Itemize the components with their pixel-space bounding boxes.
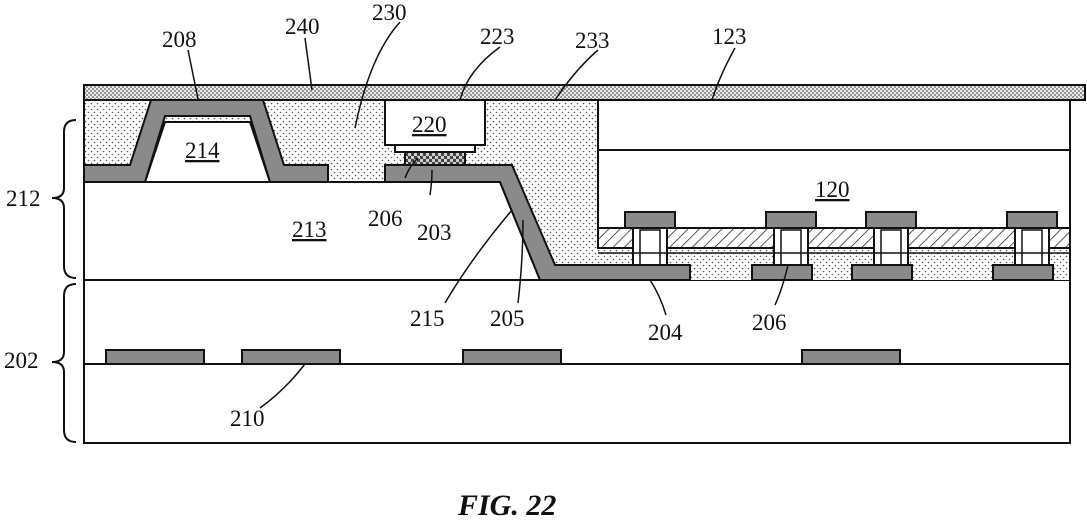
label-120: 120	[815, 177, 850, 202]
label-205: 205	[490, 306, 525, 331]
label-208: 208	[162, 27, 197, 52]
top-layer-240	[84, 85, 1085, 100]
label-213: 213	[292, 217, 327, 242]
brace-212	[52, 120, 76, 278]
label-220: 220	[412, 112, 447, 137]
label-214: 214	[185, 138, 220, 163]
label-212: 212	[6, 186, 41, 211]
label-204: 204	[648, 320, 683, 345]
brace-202	[52, 284, 76, 442]
label-215: 215	[410, 306, 445, 331]
label-210: 210	[230, 406, 265, 431]
label-240: 240	[285, 14, 320, 39]
label-206-right: 206	[752, 310, 787, 335]
label-202: 202	[4, 348, 39, 373]
label-203: 203	[417, 220, 452, 245]
label-230: 230	[372, 0, 407, 25]
label-223: 223	[480, 24, 515, 49]
label-123: 123	[712, 24, 747, 49]
label-206-left: 206	[368, 206, 403, 231]
figure-caption: FIG. 22	[457, 489, 556, 520]
label-233: 233	[575, 28, 610, 53]
